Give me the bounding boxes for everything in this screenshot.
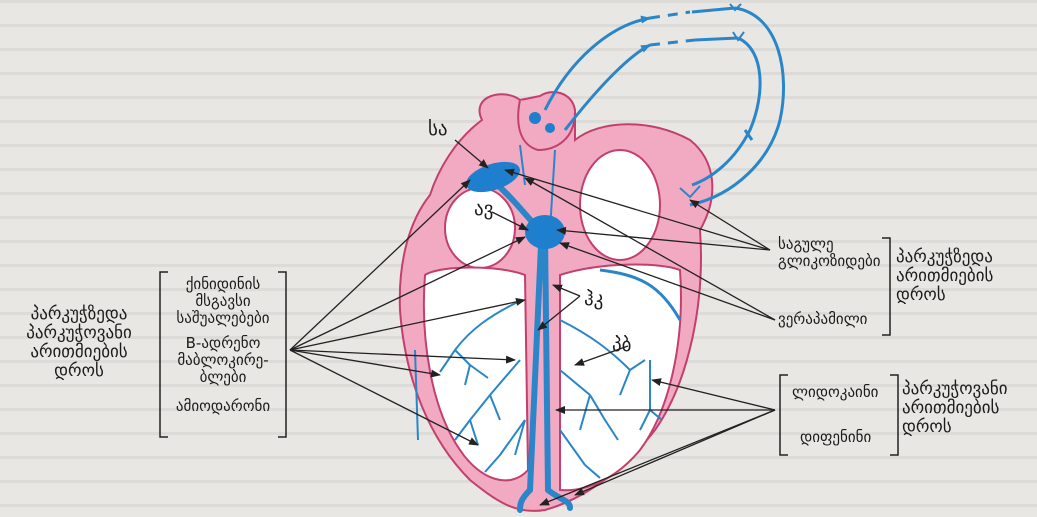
drug-diphenin: დიფენინი [800, 428, 871, 447]
drug-beta-blocker-line: B-ადრენო [163, 335, 283, 352]
right-ventricle-cavity [424, 268, 528, 481]
right-top-bracket [882, 238, 890, 335]
av-node [525, 215, 565, 249]
drug-verapamil: ვერაპამილი [778, 310, 867, 329]
right-top-drug-glycosides: საგულე გლიკოზიდები [778, 236, 881, 270]
drug-beta-blocker-line: ბლები [163, 369, 283, 386]
right-bottom-bracket-right [890, 375, 898, 455]
drug-amiodarone: ამიოდარონი [163, 398, 283, 415]
pb-label: პბ [612, 334, 631, 356]
left-title-line: პარკუჭოვანი [4, 324, 154, 343]
left-title-line: არითმიების [4, 343, 154, 362]
drug-lidocaine: ლიდოკაინი [792, 383, 878, 402]
right-top-title-line: არითმიების [896, 267, 993, 286]
hk-label: ჰკ [584, 288, 603, 310]
drug-quinidine-line: ქინიდინის [163, 276, 283, 293]
right-top-title-line: პარკუჭზედა [896, 248, 993, 267]
top-node-1 [529, 112, 541, 124]
drug-glycosides-line: საგულე [778, 236, 881, 253]
sa-node-label: სა [428, 118, 448, 140]
right-top-title-line: დროს [896, 286, 993, 305]
left-title-line: დროს [4, 362, 154, 381]
left-drug-list: ქინიდინის მსგავსი საშუალებები B-ადრენო მ… [163, 276, 283, 415]
drug-beta-blocker-line: მაბლოკირე- [163, 352, 283, 369]
left-title-line: პარკუჭზედა [4, 305, 154, 324]
right-top-title: პარკუჭზედა არითმიების დროს [896, 248, 993, 305]
drug-quinidine-line: საშუალებები [163, 310, 283, 327]
left-group-title: პარკუჭზედა პარკუჭოვანი არითმიების დროს [4, 305, 154, 381]
top-node-2 [545, 123, 555, 133]
right-bottom-bracket-left [780, 375, 788, 455]
av-node-label: ავ [474, 198, 493, 220]
right-bottom-title: პარკუჭოვანი არითმიების დროს [902, 380, 1008, 437]
right-bottom-title-line: პარკუჭოვანი [902, 380, 1008, 399]
right-bottom-title-line: არითმიების [902, 399, 1008, 418]
drug-quinidine-line: მსგავსი [163, 293, 283, 310]
right-bottom-title-line: დროს [902, 418, 1008, 437]
drug-glycosides-line: გლიკოზიდები [778, 253, 881, 270]
